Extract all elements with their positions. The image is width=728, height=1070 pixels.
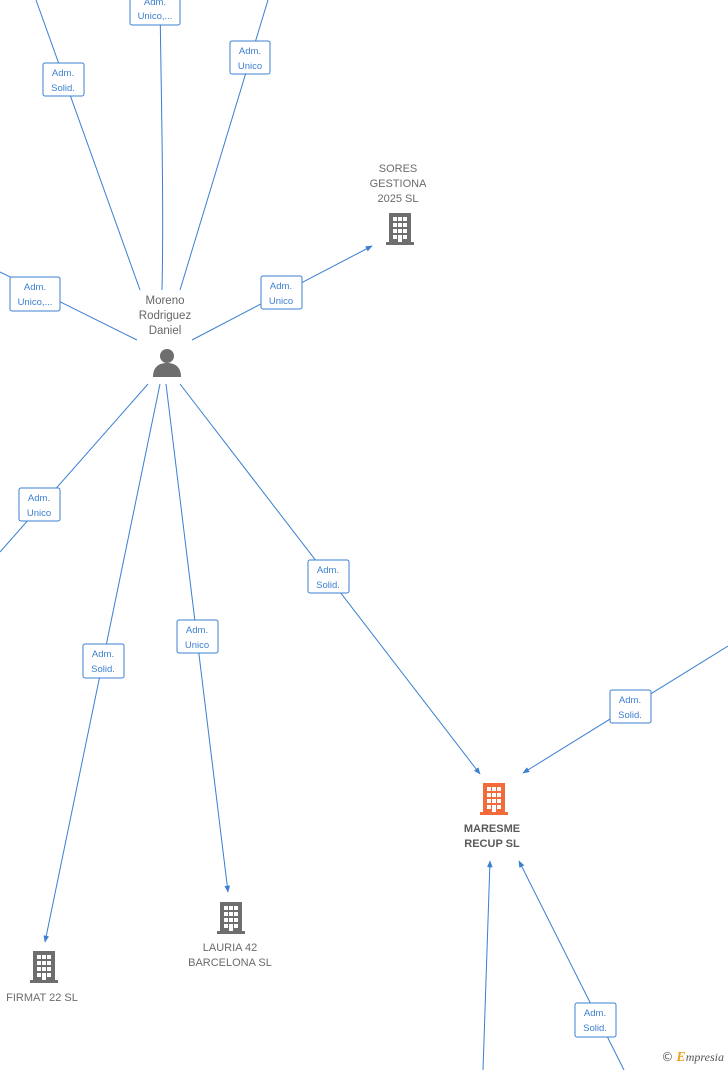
svg-text:Unico: Unico [27, 508, 51, 519]
building-icon [217, 902, 245, 934]
building-icon [480, 783, 508, 815]
svg-text:Solid.: Solid. [316, 580, 340, 591]
svg-text:Adm.: Adm. [24, 282, 46, 293]
svg-text:Solid.: Solid. [583, 1023, 607, 1034]
svg-text:Adm.: Adm. [619, 695, 641, 706]
svg-text:Adm.: Adm. [144, 0, 166, 8]
company-name-line-1: MARESME [464, 823, 520, 835]
svg-text:Adm.: Adm. [317, 565, 339, 576]
company-node-maresme[interactable]: MARESME RECUP SL [464, 783, 520, 850]
role-label-lower-left[interactable]: Adm. Unico [18, 487, 61, 522]
person-icon [153, 349, 181, 377]
building-icon [30, 951, 58, 983]
person-node[interactable]: Moreno Rodriguez Daniel [139, 295, 192, 377]
svg-text:Unico: Unico [269, 296, 293, 307]
company-name-line-2: GESTIONA [370, 178, 428, 190]
brand-initial: E [676, 1050, 686, 1065]
svg-text:Solid.: Solid. [618, 710, 642, 721]
person-name-line-3: Daniel [149, 325, 182, 337]
svg-text:Unico: Unico [238, 61, 262, 72]
svg-text:Adm.: Adm. [186, 625, 208, 636]
role-label-left[interactable]: Adm. Unico,... [9, 276, 61, 312]
company-name-line-2: BARCELONA SL [188, 957, 272, 969]
svg-text:Solid.: Solid. [91, 664, 115, 675]
role-label-top-right[interactable]: Adm. Unico [229, 40, 271, 75]
company-node-firmat[interactable]: FIRMAT 22 SL [6, 951, 78, 1004]
edge-top-center [159, 0, 164, 291]
svg-text:Unico: Unico [185, 640, 209, 651]
edge-bottom-right-to-maresme [518, 860, 625, 1070]
building-icon [386, 213, 414, 245]
role-label-to-sores[interactable]: Adm. Unico [260, 275, 303, 310]
edge-bottom-left-to-maresme [482, 860, 493, 1070]
company-name-line-2: RECUP SL [464, 838, 520, 850]
person-name-line-1: Moreno [146, 295, 185, 307]
edge-lower-left [0, 383, 149, 553]
company-name-line-1: LAURIA 42 [203, 942, 257, 954]
svg-text:Adm.: Adm. [270, 281, 292, 292]
svg-text:Unico,...: Unico,... [138, 11, 173, 22]
copyright-icon: © [661, 1050, 674, 1064]
person-name-line-2: Rodriguez [139, 310, 192, 322]
company-node-lauria[interactable]: LAURIA 42 BARCELONA SL [188, 902, 272, 969]
company-node-sores[interactable]: SORES GESTIONA 2025 SL [370, 163, 428, 245]
svg-text:Unico,...: Unico,... [18, 297, 53, 308]
svg-text:Adm.: Adm. [28, 493, 50, 504]
brand-watermark: ©Empresia [661, 1050, 724, 1066]
role-label-to-firmat[interactable]: Adm. Solid. [82, 643, 125, 679]
role-label-right-to-maresme[interactable]: Adm. Solid. [609, 689, 652, 724]
role-label-to-lauria[interactable]: Adm. Unico [176, 619, 219, 654]
role-label-top-left[interactable]: Adm. Solid. [42, 62, 85, 97]
svg-text:Adm.: Adm. [584, 1008, 606, 1019]
role-label-top-center[interactable]: Adm. Unico,... [129, 0, 181, 26]
svg-text:Adm.: Adm. [239, 46, 261, 57]
role-label-to-maresme[interactable]: Adm. Solid. [307, 559, 350, 594]
edge-top-left [35, 0, 141, 291]
company-name-line-1: SORES [379, 163, 418, 175]
company-name-line-3: 2025 SL [378, 193, 419, 205]
svg-text:Adm.: Adm. [52, 68, 74, 79]
svg-text:Solid.: Solid. [51, 83, 75, 94]
brand-name: mpresia [685, 1050, 724, 1064]
svg-text:Adm.: Adm. [92, 649, 114, 660]
role-label-bottom-to-maresme[interactable]: Adm. Solid. [574, 1002, 617, 1038]
company-name-line-1: FIRMAT 22 SL [6, 992, 78, 1004]
